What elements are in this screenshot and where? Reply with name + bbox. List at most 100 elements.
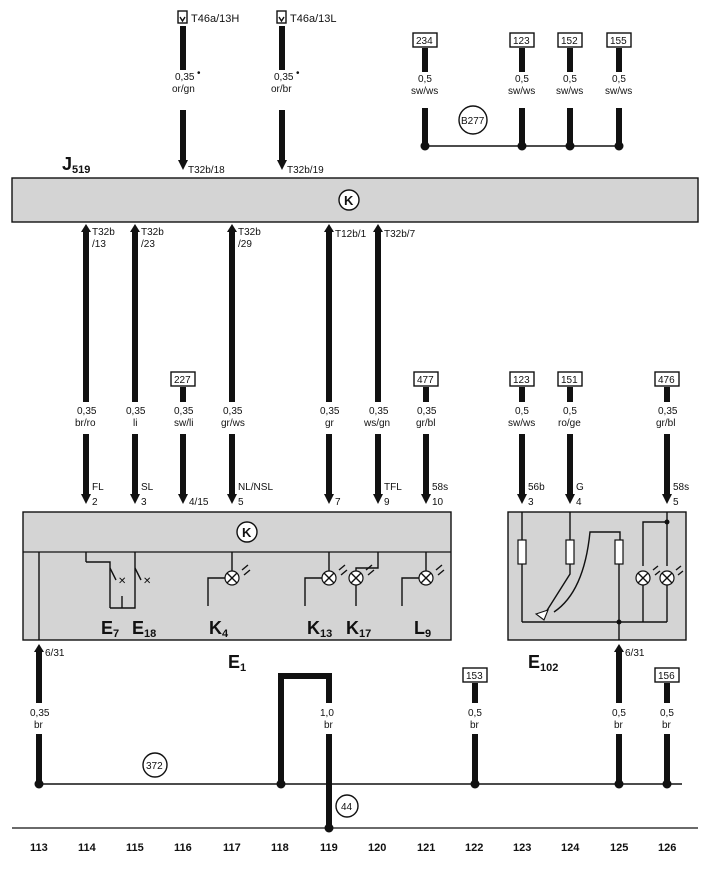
internal-line (355, 552, 379, 606)
wire-size: 0,35 (223, 406, 243, 417)
wire-size: 0,35 (30, 708, 50, 719)
svg-text:44: 44 (341, 802, 353, 813)
ref-box-123: 123 (509, 371, 535, 387)
grid-number: 116 (174, 842, 192, 854)
pin-label: 6/31 (625, 648, 645, 659)
junction-dot (276, 779, 286, 789)
ref-box-476: 476 (654, 371, 680, 387)
terminal-label: TFL (384, 482, 402, 493)
wire-marker: • (296, 68, 300, 79)
ground-point-b277: B277 (458, 105, 488, 135)
component-label-e102: E102 (528, 652, 558, 674)
svg-text:476: 476 (658, 375, 675, 386)
pin-number: 2 (92, 497, 98, 508)
pin-arrow (277, 160, 287, 170)
k-symbol: K (338, 189, 360, 211)
pin-label: T32b/18 (188, 165, 225, 176)
svg-text:227: 227 (174, 375, 191, 386)
pin-label: T32b/7 (384, 229, 416, 240)
wire-size: 0,35 (369, 406, 389, 417)
wire-size: 0,5 (563, 406, 577, 417)
pin-label: T32b/19 (287, 165, 324, 176)
svg-text:123: 123 (513, 36, 530, 47)
connector-t46a-13h: T46a/13H (177, 10, 239, 25)
grid-number: 122 (465, 842, 483, 854)
junction-dot (664, 519, 670, 525)
wire-size: 0,35 (658, 406, 678, 417)
pin-arrow (324, 224, 334, 232)
ref-box-234: 234 (412, 32, 438, 48)
wire-size: 0,5 (468, 708, 482, 719)
switch-contact (109, 567, 142, 581)
wire-size: 0,35 (174, 406, 194, 417)
grid-number: 115 (126, 842, 144, 854)
grid-number: 121 (417, 842, 435, 854)
grid-number: 114 (78, 842, 97, 854)
resistor-icon (614, 539, 624, 565)
component-label-k13: K13 (307, 618, 332, 640)
wire-size: 0,5 (418, 74, 432, 85)
wire-color: gr/bl (416, 418, 435, 429)
wire-color: gr/bl (656, 418, 675, 429)
grid-scale: 113 114 115 116 117 118 119 120 121 122 … (30, 842, 676, 854)
grid-number: 113 (30, 842, 48, 854)
wire-size: 0,5 (612, 708, 626, 719)
pin-number: 3 (528, 497, 534, 508)
junction-dot (324, 823, 334, 833)
pin-label: T32b (141, 227, 164, 238)
ref-box-152: 152 (557, 32, 583, 48)
svg-text:K: K (344, 193, 354, 208)
indicator-lamp-icon (224, 564, 251, 586)
junction-dot (616, 619, 622, 625)
wire-color: br/ro (75, 418, 96, 429)
pin-arrow (34, 644, 44, 652)
wire-size: 0,5 (563, 74, 577, 85)
connector-label: T46a/13H (191, 13, 239, 25)
wire-size: 0,5 (515, 74, 529, 85)
pin-number: 5 (673, 497, 679, 508)
terminal-label: 58s (673, 482, 689, 493)
ref-box-123: 123 (509, 32, 535, 48)
pin-label: /13 (92, 239, 106, 250)
connector-label: T46a/13L (290, 13, 336, 25)
wire-size: 0,35 (175, 72, 195, 83)
wire (278, 673, 332, 784)
pin-arrow (227, 224, 237, 232)
e102-internals (517, 512, 668, 640)
wire-color: ro/ge (558, 418, 581, 429)
ref-box-156: 156 (654, 667, 680, 683)
grid-number: 118 (271, 842, 289, 854)
terminal-label: 58s (432, 482, 448, 493)
pin-arrow (614, 644, 624, 652)
wire-size: 0,5 (612, 74, 626, 85)
wire-size: 0,5 (660, 708, 674, 719)
pin-arrow (178, 160, 188, 170)
headlight-range-control-e102 (507, 511, 687, 641)
junction-dot (565, 141, 575, 151)
pin-arrow (130, 494, 140, 504)
component-label-e1: E1 (228, 652, 246, 674)
svg-text:156: 156 (658, 671, 675, 682)
potentiometer-icon (534, 609, 549, 621)
ground-point-44: 44 (335, 794, 359, 818)
ref-box-153: 153 (462, 667, 488, 683)
svg-text:153: 153 (466, 671, 483, 682)
grid-number: 120 (368, 842, 386, 854)
grid-number: 125 (610, 842, 628, 854)
pin-label: /29 (238, 239, 252, 250)
pin-arrow (373, 224, 383, 232)
terminal-label: NL/NSL (238, 482, 273, 493)
switch-mark: ✕ (143, 576, 151, 587)
pin-number: 7 (335, 497, 341, 508)
wire-color: or/br (271, 84, 292, 95)
wire-marker: • (197, 68, 201, 79)
terminal-label: 56b (528, 482, 545, 493)
pin-arrow (227, 494, 237, 504)
pin-arrow (662, 494, 672, 504)
junction-dot (517, 141, 527, 151)
indicator-lamp-icon (321, 564, 348, 586)
wire-color: br (34, 720, 44, 731)
grid-number: 119 (320, 842, 338, 854)
pin-arrow (565, 494, 575, 504)
